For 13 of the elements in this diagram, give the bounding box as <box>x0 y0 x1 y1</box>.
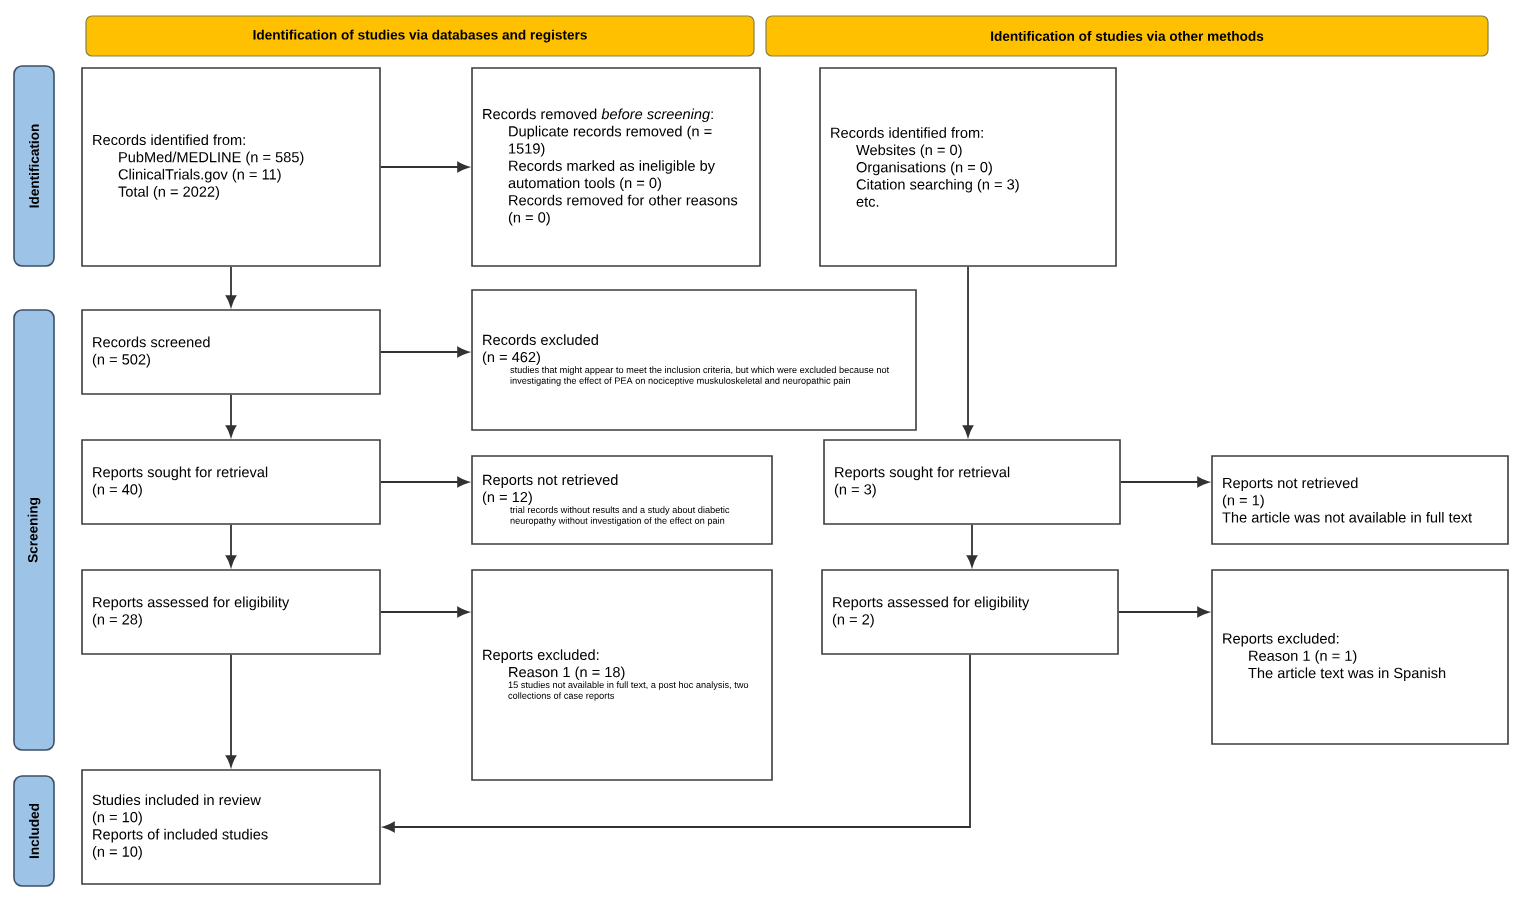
arrow <box>962 265 974 437</box>
arrow <box>1119 476 1209 488</box>
arrow <box>225 653 237 767</box>
arrow <box>379 346 469 358</box>
arrow <box>1117 606 1209 618</box>
arrow <box>379 476 469 488</box>
arrow <box>225 523 237 567</box>
arrow <box>225 393 237 437</box>
arrow <box>379 161 469 173</box>
arrow <box>383 653 971 833</box>
arrow <box>379 606 469 618</box>
arrow <box>225 265 237 307</box>
arrow <box>966 523 978 567</box>
